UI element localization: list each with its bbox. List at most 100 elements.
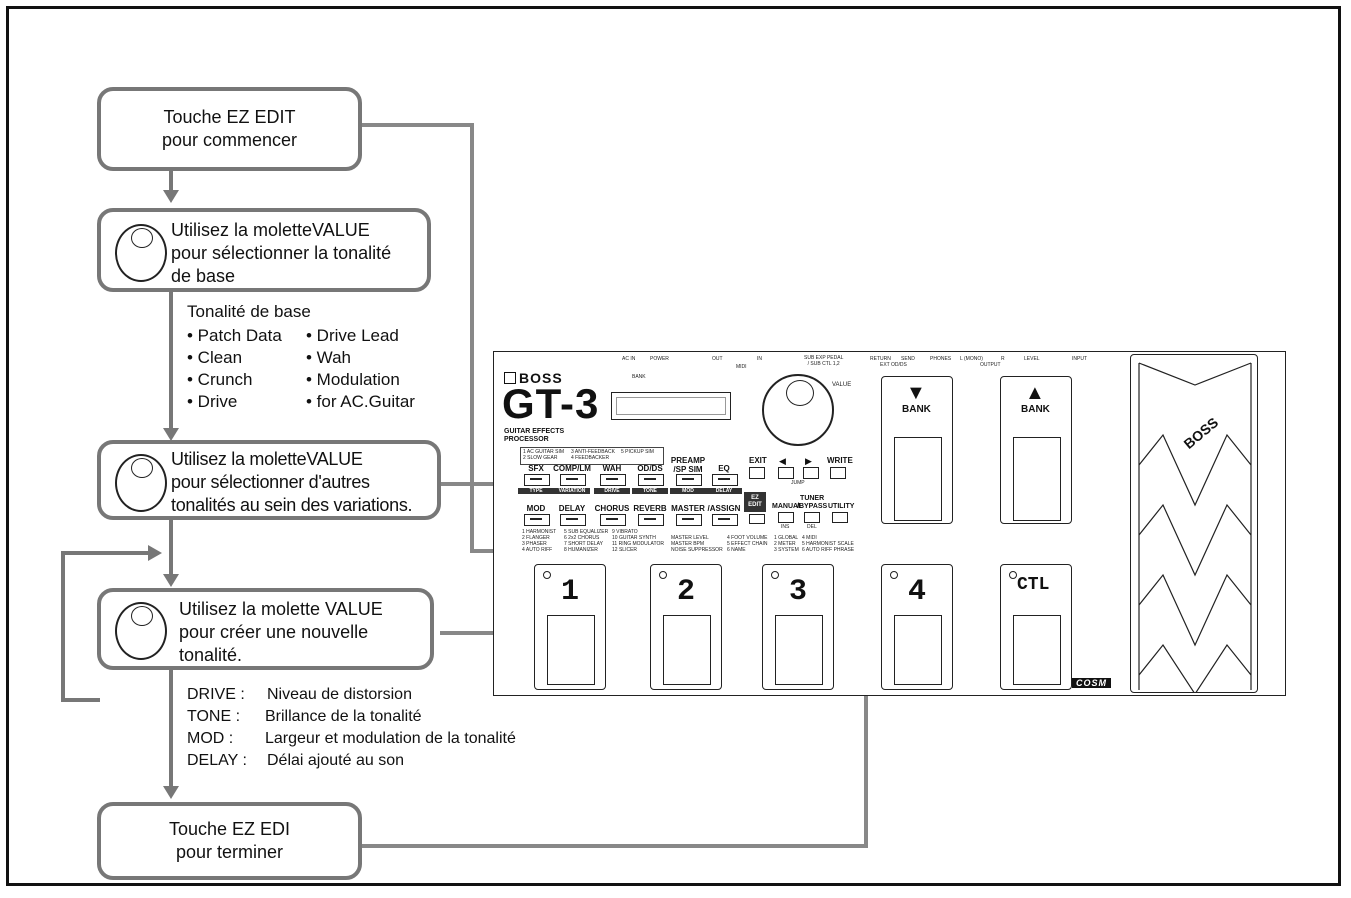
- tuner-label: TUNER /BYPASS: [797, 495, 828, 510]
- jack-label: EXT OD/DS: [880, 362, 907, 368]
- effect-row2-button[interactable]: [676, 514, 702, 526]
- jack-label: OUT: [712, 356, 723, 362]
- base-item: • Modulation: [306, 370, 400, 389]
- effect-row1-label: PREAMP /SP SIM: [670, 456, 706, 474]
- step1-box: Utilisez la moletteVALUE pour sélectionn…: [97, 208, 431, 292]
- pedal-led-icon: [1009, 571, 1017, 579]
- utility-list: 1 GLOBAL 2 METER 3 SYSTEM 4 MIDI 5 HARMO…: [774, 535, 855, 553]
- value-knob-icon: [115, 224, 167, 282]
- effect-row1-button[interactable]: [560, 474, 586, 486]
- effect-row2-label: MOD: [526, 504, 546, 513]
- value-knob-icon: [115, 454, 167, 512]
- effect-row1-label: SFX: [528, 464, 544, 473]
- effect-row2-button[interactable]: [524, 514, 550, 526]
- effect-row1-sub-label: DELAY: [706, 488, 742, 494]
- del-label: DEL: [807, 524, 817, 530]
- jack-label: L (MONO): [960, 356, 983, 362]
- manual-label: MANUAL: [772, 503, 803, 510]
- bank-up-pedal[interactable]: ▲ BANK: [1000, 376, 1072, 524]
- step2-box: Utilisez la moletteVALUE pour sélectionn…: [97, 440, 441, 520]
- base-item: • Clean: [187, 348, 243, 367]
- gt3-device: AC IN POWER OUT IN MIDI SUB EXP PEDAL / …: [493, 351, 1286, 696]
- start-box-text: Touche EZ EDIT pour commencer: [161, 107, 298, 150]
- exit-label: EXIT: [749, 456, 767, 465]
- expression-pedal[interactable]: BOSS: [1130, 354, 1258, 693]
- model-logo: GT-3: [502, 380, 600, 427]
- effect-row1-button[interactable]: [638, 474, 664, 486]
- effect-row1-button[interactable]: [524, 474, 550, 486]
- tuner-button[interactable]: [804, 512, 820, 523]
- footswitch-pedal-ctl[interactable]: CTL: [1000, 564, 1072, 690]
- model-subtitle: GUITAR EFFECTS PROCESSOR: [504, 428, 565, 443]
- write-button[interactable]: [830, 467, 846, 479]
- effect-row1-label: OD/DS: [637, 464, 663, 473]
- value-dial-label: VALUE: [832, 382, 852, 388]
- end-box: Touche EZ EDI pour terminer: [97, 802, 362, 880]
- jack-label: AC IN: [622, 356, 636, 362]
- cursor-right-button[interactable]: [803, 467, 819, 479]
- lcd-display: [611, 392, 731, 420]
- effect-row1-label: WAH: [602, 464, 622, 473]
- step3-box-text: Utilisez la molette VALUE pour créer une…: [179, 599, 383, 665]
- footswitch-pedal-2[interactable]: 2: [650, 564, 722, 690]
- expression-pedal-pattern: [1138, 362, 1252, 692]
- effect-row2-label: CHORUS: [594, 504, 630, 513]
- exit-button[interactable]: [749, 467, 765, 479]
- footswitch-pedal-3[interactable]: 3: [762, 564, 834, 690]
- effect-row1-sub-label: VARIATION: [554, 488, 590, 494]
- effect-row1-label: EQ: [718, 464, 730, 473]
- pedal-led-icon: [659, 571, 667, 579]
- pedal-led-icon: [771, 571, 779, 579]
- jack-label: INPUT: [1072, 356, 1087, 362]
- pedal-led-icon: [890, 571, 898, 579]
- jack-label: POWER: [650, 356, 669, 362]
- jack-label: LEVEL: [1024, 356, 1040, 362]
- cursor-left-button[interactable]: [778, 467, 794, 479]
- effect-row1-sub-label: TONE: [632, 488, 668, 494]
- effect-row2-button[interactable]: [638, 514, 664, 526]
- pedal-led-icon: [543, 571, 551, 579]
- start-box: Touche EZ EDIT pour commencer: [97, 87, 362, 171]
- manual-button[interactable]: [778, 512, 794, 523]
- cursor-right-icon: ▶: [805, 456, 812, 466]
- footswitch-pedal-1[interactable]: 1: [534, 564, 606, 690]
- effect-row1-label: COMP/LM: [553, 464, 591, 473]
- base-item: • Drive: [187, 392, 238, 411]
- jack-label: SUB EXP PEDAL / SUB CTL 1,2: [804, 355, 844, 367]
- utility-button[interactable]: [832, 512, 848, 523]
- bank-down-pedal[interactable]: ▼ BANK: [881, 376, 953, 524]
- write-label: WRITE: [827, 456, 853, 465]
- param-row: TONE :Brillance de la tonalité: [187, 708, 422, 725]
- param-row: DELAY :Délai ajouté au son: [187, 752, 404, 769]
- base-item: • Wah: [306, 348, 351, 367]
- effect-row2-label: /ASSIGN: [707, 504, 741, 513]
- params-list: DRIVE :Niveau de distorsion TONE :Brilla…: [187, 684, 516, 772]
- effect-row1-sub-label: DRIVE: [594, 488, 630, 494]
- bank-down-label: BANK: [902, 404, 931, 415]
- effect-row1-button[interactable]: [712, 474, 738, 486]
- value-dial[interactable]: [762, 374, 834, 446]
- effect-row2-button[interactable]: [600, 514, 626, 526]
- footswitch-pedal-4[interactable]: 4: [881, 564, 953, 690]
- jack-label: OUTPUT: [980, 362, 1001, 368]
- effect-row2-button[interactable]: [712, 514, 738, 526]
- base-title: Tonalité de base: [187, 302, 311, 321]
- effect-row2-button[interactable]: [560, 514, 586, 526]
- mod-list: 1 HARMONIST 2 FLANGER 3 PHASER 4 AUTO RI…: [522, 529, 664, 553]
- ez-edit-button[interactable]: [749, 514, 765, 524]
- base-item: • Drive Lead: [306, 326, 399, 345]
- effect-row1-button[interactable]: [676, 474, 702, 486]
- effect-row1-button[interactable]: [600, 474, 626, 486]
- pedal-number: 4: [908, 575, 927, 609]
- bank-down-icon: ▼: [906, 382, 926, 404]
- jack-label: IN: [757, 356, 762, 362]
- effect-row2-label: DELAY: [558, 504, 586, 513]
- base-list-left: • Patch Data • Clean • Crunch • Drive: [187, 325, 282, 413]
- diagram-frame: [6, 6, 1341, 886]
- pedal-number: 3: [789, 575, 808, 609]
- step3-box: Utilisez la molette VALUE pour créer une…: [97, 588, 434, 670]
- jack-label: RETURN: [870, 356, 891, 362]
- effect-row1-sub-label: MOD: [670, 488, 706, 494]
- bank-up-icon: ▲: [1025, 382, 1045, 404]
- utility-label: UTILITY: [828, 503, 855, 510]
